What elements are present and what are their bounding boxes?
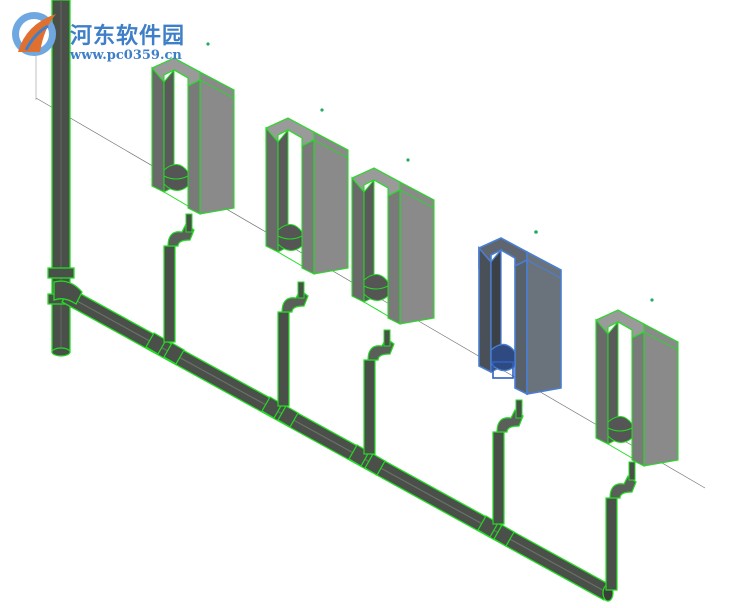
urinal-fixture-1[interactable]	[151, 57, 235, 215]
urinal-fixture-3[interactable]	[351, 167, 435, 325]
watermark-url: www.pc0359.cn	[70, 48, 182, 63]
fixture-marker-5	[650, 298, 654, 302]
fixture-marker-4	[534, 230, 538, 234]
urinal-fixture-4-selected[interactable]	[478, 237, 562, 396]
branch-pipe-3[interactable]	[363, 329, 395, 455]
branch-pipe-4[interactable]	[492, 399, 524, 525]
branch-pipe-2[interactable]	[277, 281, 309, 407]
watermark: 河东软件园 www.pc0359.cn	[4, 4, 214, 66]
urinal-fixture-2[interactable]	[265, 117, 349, 275]
fixture-marker-3	[406, 158, 410, 162]
fixture-marker-2	[320, 108, 324, 112]
branch-pipe-1[interactable]	[163, 213, 195, 343]
fixture-marker-1	[206, 42, 210, 46]
riser-tee-fitting[interactable]	[53, 280, 83, 305]
urinal-fixture-5[interactable]	[595, 309, 679, 467]
branch-pipe-5[interactable]	[605, 461, 637, 591]
watermark-logo-icon	[12, 12, 56, 56]
watermark-title: 河东软件园	[70, 23, 186, 49]
